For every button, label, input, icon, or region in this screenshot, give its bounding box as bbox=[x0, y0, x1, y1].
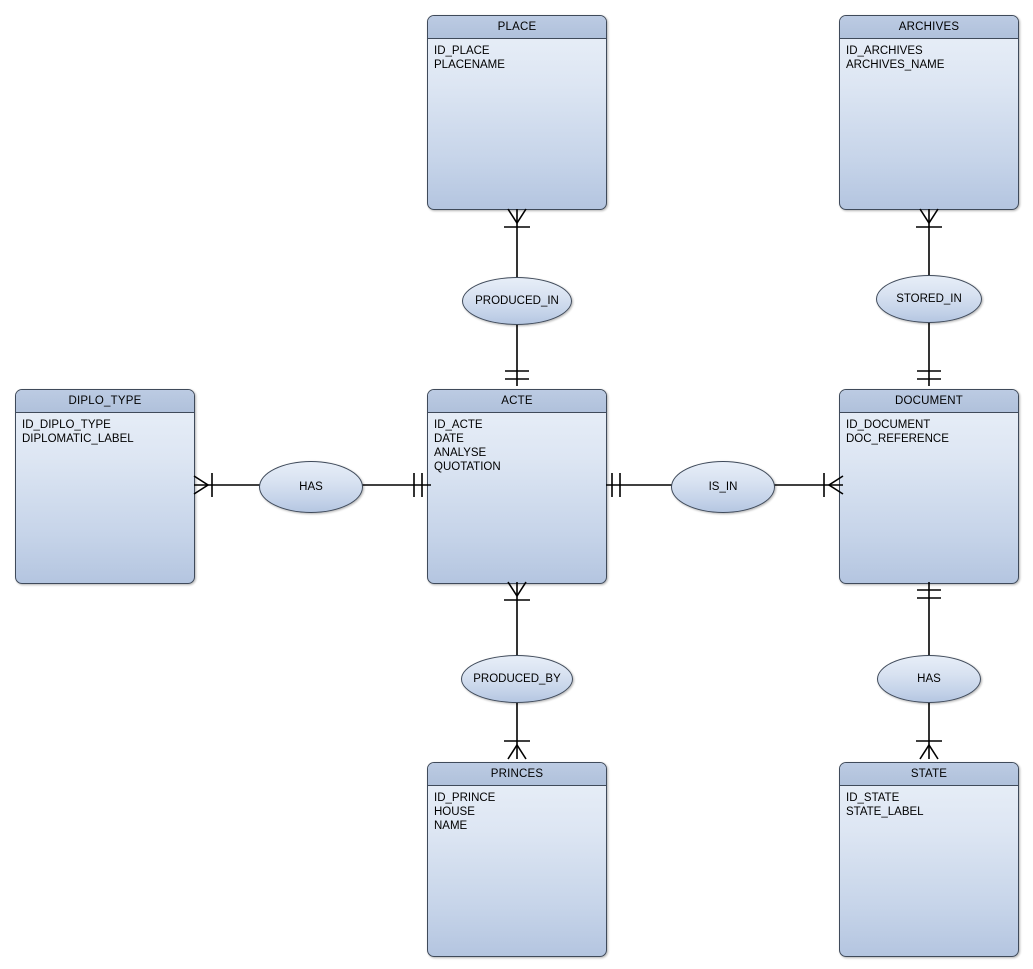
relationship-label: PRODUCED_BY bbox=[473, 673, 561, 685]
entity-attribute-list: ID_DOCUMENT DOC_REFERENCE bbox=[840, 413, 1018, 446]
relationship-produced-in[interactable]: PRODUCED_IN bbox=[462, 277, 572, 325]
entity-attribute-list: ID_ACTE DATE ANALYSE QUOTATION bbox=[428, 413, 606, 474]
entity-title: STATE bbox=[840, 763, 1018, 786]
entity-attribute: ID_DIPLO_TYPE bbox=[22, 419, 111, 431]
entity-attribute: ID_ARCHIVES bbox=[846, 45, 923, 57]
relationship-produced-by[interactable]: PRODUCED_BY bbox=[461, 655, 573, 703]
relationship-is-in[interactable]: IS_IN bbox=[671, 461, 775, 513]
entity-acte[interactable]: ACTE ID_ACTE DATE ANALYSE QUOTATION bbox=[427, 389, 607, 584]
entity-title: PRINCES bbox=[428, 763, 606, 786]
entity-title: DOCUMENT bbox=[840, 390, 1018, 413]
entity-attribute-list: ID_PRINCE HOUSE NAME bbox=[428, 786, 606, 833]
relationship-label: STORED_IN bbox=[896, 293, 962, 305]
relationship-has-diplo-type[interactable]: HAS bbox=[259, 461, 363, 513]
entity-attribute: QUOTATION bbox=[434, 461, 501, 473]
entity-attribute: ID_ACTE bbox=[434, 419, 483, 431]
entity-attribute: ID_PRINCE bbox=[434, 792, 496, 804]
entity-attribute: ARCHIVES_NAME bbox=[846, 59, 945, 71]
entity-attribute: NAME bbox=[434, 820, 468, 832]
entity-attribute: ID_PLACE bbox=[434, 45, 490, 57]
relationship-label: PRODUCED_IN bbox=[475, 295, 559, 307]
entity-attribute: ID_DOCUMENT bbox=[846, 419, 931, 431]
entity-attribute: ANALYSE bbox=[434, 447, 487, 459]
entity-attribute: PLACENAME bbox=[434, 59, 505, 71]
entity-attribute: ID_STATE bbox=[846, 792, 900, 804]
entity-attribute-list: ID_ARCHIVES ARCHIVES_NAME bbox=[840, 39, 1018, 72]
entity-title: DIPLO_TYPE bbox=[16, 390, 194, 413]
entity-attribute-list: ID_STATE STATE_LABEL bbox=[840, 786, 1018, 819]
entity-attribute-list: ID_DIPLO_TYPE DIPLOMATIC_LABEL bbox=[16, 413, 194, 446]
entity-attribute: STATE_LABEL bbox=[846, 806, 924, 818]
relationship-label: HAS bbox=[299, 481, 323, 493]
entity-title: PLACE bbox=[428, 16, 606, 39]
entity-state[interactable]: STATE ID_STATE STATE_LABEL bbox=[839, 762, 1019, 957]
entity-place[interactable]: PLACE ID_PLACE PLACENAME bbox=[427, 15, 607, 210]
entity-attribute: DATE bbox=[434, 433, 464, 445]
entity-attribute: DIPLOMATIC_LABEL bbox=[22, 433, 134, 445]
entity-attribute: DOC_REFERENCE bbox=[846, 433, 949, 445]
entity-title: ARCHIVES bbox=[840, 16, 1018, 39]
entity-princes[interactable]: PRINCES ID_PRINCE HOUSE NAME bbox=[427, 762, 607, 957]
relationship-label: IS_IN bbox=[708, 481, 738, 493]
entity-diplo-type[interactable]: DIPLO_TYPE ID_DIPLO_TYPE DIPLOMATIC_LABE… bbox=[15, 389, 195, 584]
entity-document[interactable]: DOCUMENT ID_DOCUMENT DOC_REFERENCE bbox=[839, 389, 1019, 584]
entity-attribute: HOUSE bbox=[434, 806, 475, 818]
relationship-label: HAS bbox=[917, 673, 941, 685]
relationship-has-state[interactable]: HAS bbox=[877, 655, 981, 703]
relationship-stored-in[interactable]: STORED_IN bbox=[876, 275, 982, 323]
entity-archives[interactable]: ARCHIVES ID_ARCHIVES ARCHIVES_NAME bbox=[839, 15, 1019, 210]
entity-title: ACTE bbox=[428, 390, 606, 413]
entity-attribute-list: ID_PLACE PLACENAME bbox=[428, 39, 606, 72]
